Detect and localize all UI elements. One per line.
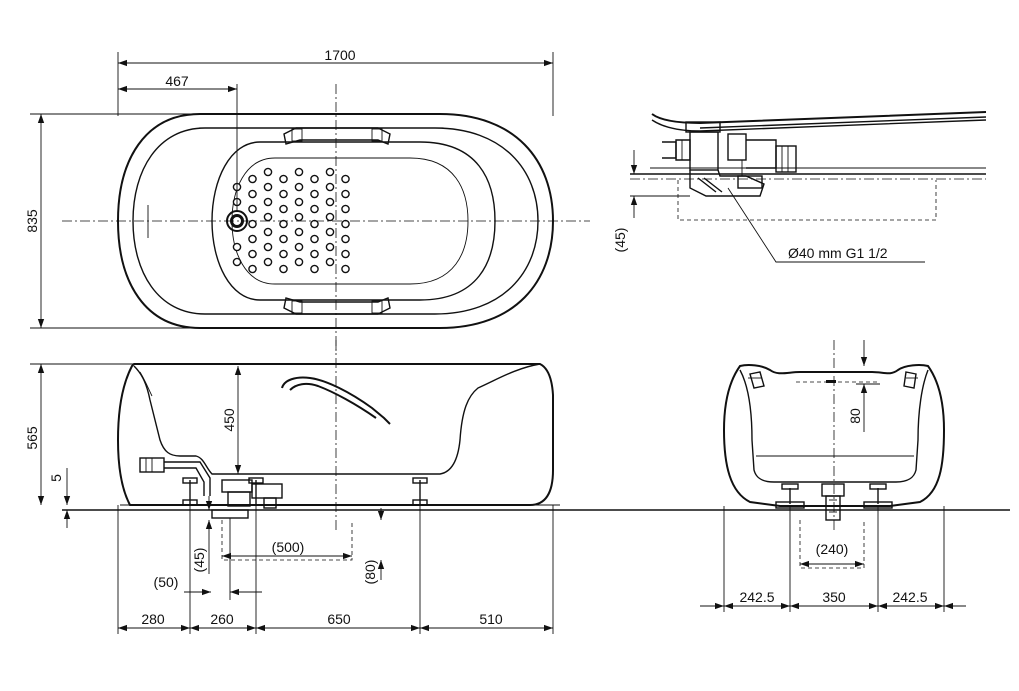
dim-end-spacing-1: 242.5: [739, 589, 774, 605]
dim-overall-length: 1700: [324, 47, 355, 63]
anti-slip-dot: [263, 257, 273, 267]
anti-slip-dot: [248, 264, 257, 274]
anti-slip-dot: [248, 189, 257, 199]
side-feet: [182, 477, 428, 506]
anti-slip-dot: [341, 174, 350, 184]
handle-top: [283, 127, 391, 145]
dim-drain-height: (45): [191, 548, 207, 573]
anti-slip-dot: [263, 182, 273, 192]
anti-slip-dot: [310, 234, 319, 244]
anti-slip-dot: [341, 249, 350, 259]
anti-slip-dot: [325, 182, 335, 192]
dim-outlet-offset: (50): [154, 574, 179, 590]
anti-slip-dot: [248, 219, 257, 229]
dim-drain-area-width: (500): [272, 539, 305, 555]
anti-slip-dot: [263, 227, 273, 237]
dim-area-height: (80): [362, 560, 378, 585]
tub-side-inner: [133, 363, 541, 475]
anti-slip-dot: [294, 242, 304, 252]
anti-slip-dot-grid: [232, 167, 350, 274]
anti-slip-dot: [248, 204, 257, 214]
anti-slip-dot: [232, 257, 242, 267]
drain-height-label: (45): [612, 228, 628, 253]
anti-slip-dot: [232, 242, 242, 252]
anti-slip-dot: [310, 204, 319, 214]
tub-outer-rim: [116, 113, 555, 329]
dim-drain-offset: 467: [165, 73, 189, 89]
dim-width: 835: [24, 209, 40, 233]
side-view: 565 450 5 (45) (50) (500) (80): [24, 340, 1010, 634]
anti-slip-dot: [325, 242, 335, 252]
anti-slip-dot: [279, 264, 288, 274]
side-handle: [281, 376, 391, 425]
dim-inner-depth: 450: [221, 408, 237, 432]
drain-assembly: [662, 121, 797, 197]
anti-slip-dot: [279, 249, 288, 259]
anti-slip-dot: [325, 227, 335, 237]
handle-bottom: [283, 297, 391, 315]
tub-inner-rim: [132, 127, 539, 315]
anti-slip-dot: [294, 227, 304, 237]
drain-detail-view: Ø40 mm G1 1/2 (45): [612, 111, 987, 263]
anti-slip-dot: [279, 204, 288, 214]
anti-slip-dot: [279, 174, 288, 184]
anti-slip-dot: [279, 234, 288, 244]
anti-slip-dot: [294, 182, 304, 192]
anti-slip-dot: [325, 212, 335, 222]
anti-slip-dot: [325, 167, 335, 177]
anti-slip-dot: [248, 234, 257, 244]
anti-slip-dot: [310, 264, 319, 274]
anti-slip-dot: [294, 197, 304, 207]
dim-foot-spacing-4: 510: [479, 611, 503, 627]
side-drain-fittings: [139, 457, 283, 519]
anti-slip-dot: [310, 219, 319, 229]
anti-slip-dot: [325, 197, 335, 207]
dim-end-drain-area: (240): [816, 541, 849, 557]
anti-slip-dot: [341, 234, 350, 244]
dim-foot-spacing-2: 260: [210, 611, 234, 627]
dim-end-spacing-2: 350: [822, 589, 846, 605]
anti-slip-dot: [341, 264, 350, 274]
anti-slip-dot: [279, 219, 288, 229]
anti-slip-dot: [310, 189, 319, 199]
anti-slip-dot: [310, 249, 319, 259]
anti-slip-dot: [263, 242, 273, 252]
tub-basin: [211, 141, 496, 301]
anti-slip-dot: [341, 219, 350, 229]
anti-slip-dot: [294, 257, 304, 267]
tub-end-inner: [739, 369, 929, 483]
anti-slip-dot: [341, 204, 350, 214]
anti-slip-dot: [248, 174, 257, 184]
anti-slip-dot: [294, 212, 304, 222]
anti-slip-dot: [263, 167, 273, 177]
anti-slip-dot: [279, 189, 288, 199]
dim-floor-gap: 5: [48, 474, 64, 482]
tub-end-outline: [722, 364, 946, 507]
dim-height-total: 565: [24, 426, 40, 450]
anti-slip-dot: [263, 197, 273, 207]
dim-foot-spacing-3: 650: [327, 611, 351, 627]
anti-slip-dot: [341, 189, 350, 199]
anti-slip-dot: [248, 249, 257, 259]
anti-slip-dot: [325, 257, 335, 267]
anti-slip-dot: [310, 174, 319, 184]
dim-foot-spacing-1: 280: [141, 611, 165, 627]
dim-end-spacing-3: 242.5: [892, 589, 927, 605]
drain-spec-label: Ø40 mm G1 1/2: [788, 245, 888, 261]
anti-slip-dot: [263, 212, 273, 222]
end-view: 80 (240) 242.5 350 242.5: [700, 340, 966, 612]
anti-slip-dot: [294, 167, 304, 177]
dim-rim-drop: 80: [847, 408, 863, 424]
top-view: 1700 467 835: [24, 47, 590, 352]
